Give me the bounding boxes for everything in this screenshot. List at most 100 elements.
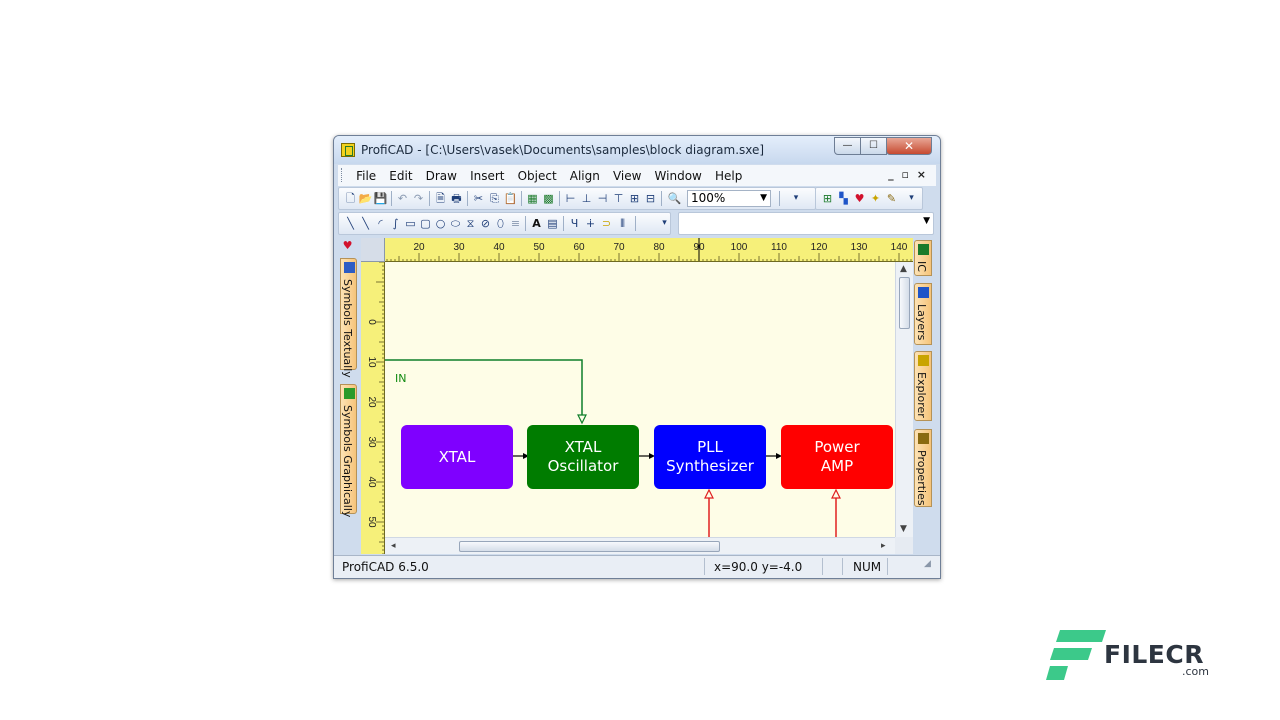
align-bottom-icon[interactable]: ⊟ [645, 192, 656, 205]
tab-ic[interactable]: IC [914, 240, 932, 276]
text-tool-icon[interactable]: A [532, 217, 541, 230]
list-tool-icon[interactable]: ≡ [510, 217, 521, 230]
align-left-icon[interactable]: ⊢ [565, 192, 576, 205]
menu-file[interactable]: File [356, 169, 377, 183]
copy-icon[interactable]: ⎘ [490, 192, 499, 205]
chevron-down-icon[interactable]: ▼ [760, 193, 767, 203]
menu-object[interactable]: Object [517, 169, 557, 183]
object-combo[interactable]: ▼ [678, 212, 934, 235]
tab-symbols-textually[interactable]: Symbols Textually [340, 258, 357, 378]
align-middle-icon[interactable]: ⊞ [629, 192, 640, 205]
resize-grip-icon[interactable]: ◢ [924, 559, 931, 569]
zoom-select[interactable]: 100% ▼ [687, 190, 771, 207]
redo-icon[interactable]: ↷ [413, 192, 424, 205]
text-box-tool-icon[interactable]: ▤ [547, 217, 558, 230]
scroll-left-icon[interactable]: ◂ [391, 541, 396, 551]
favorites-heart-icon[interactable]: ♥ [342, 239, 353, 252]
drawing-canvas[interactable]: IN XTAL XTAL Oscillator PLL Synthesizer … [385, 262, 895, 537]
properties-icon[interactable]: ✎ [886, 192, 897, 205]
print-preview-icon[interactable]: 🗎 [436, 192, 445, 205]
wire-tool-icon[interactable]: Ч [570, 217, 579, 230]
junction-tool-icon[interactable]: ∔ [585, 217, 596, 230]
pll-feed-arrow-icon [704, 488, 714, 499]
line-tool-icon[interactable]: ╲ [347, 217, 354, 230]
ellipse-hatch-tool-icon[interactable]: ⬯ [497, 217, 504, 230]
power-amp-block[interactable]: Power AMP [781, 425, 893, 489]
pll-synthesizer-block[interactable]: PLL Synthesizer [654, 425, 766, 489]
toolbar-overflow-icon[interactable]: ▾ [909, 193, 914, 203]
menu-draw[interactable]: Draw [425, 169, 457, 183]
window-title: ProfiCAD - [C:\Users\vasek\Documents\sam… [361, 143, 765, 157]
horizontal-scroll-thumb[interactable] [459, 541, 720, 552]
favorites-heart-icon[interactable]: ♥ [854, 192, 865, 205]
ellipse-tool-icon[interactable]: ⬭ [450, 217, 461, 230]
rounded-rectangle-tool-icon[interactable]: ▢ [420, 217, 431, 230]
menu-view[interactable]: View [612, 169, 642, 183]
tab-label: Symbols Graphically [341, 405, 354, 518]
insert-image-icon[interactable]: ▦ [527, 192, 538, 205]
maximize-button[interactable]: ☐ [860, 137, 887, 155]
ruler-tick-label: 140 [891, 242, 908, 253]
curve-tool-icon[interactable]: ∫ [392, 217, 399, 230]
vertical-scroll-thumb[interactable] [899, 277, 910, 329]
layers-icon[interactable]: ▚ [839, 192, 848, 205]
align-right-icon[interactable]: ⊣ [597, 192, 608, 205]
polygon-tool-icon[interactable]: ⧖ [466, 217, 475, 230]
print-icon[interactable]: 🖶 [451, 192, 462, 205]
align-center-icon[interactable]: ⊥ [581, 192, 592, 205]
chevron-down-icon[interactable]: ▼ [923, 216, 930, 226]
tab-explorer[interactable]: Explorer [914, 351, 932, 421]
menu-align[interactable]: Align [569, 169, 600, 183]
new-file-icon[interactable]: 🗋 [346, 192, 355, 205]
tab-layers[interactable]: Layers [914, 283, 932, 345]
scroll-down-icon[interactable]: ▼ [900, 524, 907, 534]
cut-icon[interactable]: ✂ [473, 192, 484, 205]
toolbar-separator [467, 191, 468, 206]
status-separator [887, 558, 888, 575]
vertical-scrollbar[interactable]: ▲ ▼ [895, 262, 913, 537]
rectangle-tool-icon[interactable]: ▭ [405, 217, 416, 230]
menu-insert[interactable]: Insert [470, 169, 505, 183]
polyline-tool-icon[interactable]: ╲ [362, 217, 369, 230]
xtal-oscillator-block[interactable]: XTAL Oscillator [527, 425, 639, 489]
close-button[interactable]: ✕ [886, 137, 932, 155]
ruler-tick-label: 30 [453, 242, 465, 253]
minimize-button[interactable]: — [834, 137, 861, 155]
undo-icon[interactable]: ↶ [397, 192, 408, 205]
menu-help[interactable]: Help [714, 169, 743, 183]
hatch-tool-icon[interactable]: ⊘ [480, 217, 491, 230]
menu-edit[interactable]: Edit [389, 169, 413, 183]
zoom-icon[interactable]: 🔍 [667, 192, 682, 205]
toolbar-overflow-icon[interactable]: ▾ [662, 218, 667, 228]
amp-feed-arrow-icon [831, 488, 841, 499]
menu-window[interactable]: Window [654, 169, 702, 183]
tab-symbols-graphically[interactable]: Symbols Graphically [340, 384, 357, 518]
input-wire[interactable] [385, 359, 583, 419]
save-icon[interactable]: 💾 [373, 192, 388, 205]
circle-tool-icon[interactable]: ○ [435, 217, 446, 230]
component-tool-icon[interactable]: ⊃ [601, 217, 612, 230]
align-top-icon[interactable]: ⊤ [613, 192, 624, 205]
status-coordinates: x=90.0 y=-4.0 [714, 560, 803, 574]
toolbar-separator [563, 216, 564, 231]
arc-tool-icon[interactable]: ◜ [378, 217, 383, 230]
explorer-icon[interactable]: ✦ [870, 192, 881, 205]
block-label: Power [814, 438, 860, 456]
xtal-block[interactable]: XTAL [401, 425, 513, 489]
open-folder-icon[interactable]: 📂 [358, 192, 373, 205]
tab-properties[interactable]: Properties [914, 429, 932, 507]
ruler-tick-label: 60 [573, 242, 585, 253]
toolbar-separator [635, 216, 636, 231]
scroll-right-icon[interactable]: ▸ [881, 541, 886, 551]
title-bar[interactable]: ProfiCAD - [C:\Users\vasek\Documents\sam… [334, 136, 940, 164]
mdi-child-controls[interactable]: _ ▫ × [888, 168, 928, 181]
paste-icon[interactable]: 📋 [503, 192, 518, 205]
symbols-tree-icon[interactable]: ⊞ [822, 192, 833, 205]
bus-tool-icon[interactable]: ⫴ [620, 217, 625, 230]
menu-grip[interactable] [341, 168, 345, 182]
toolbar-overflow-icon[interactable]: ▾ [793, 193, 799, 203]
export-image-icon[interactable]: ▩ [543, 192, 554, 205]
horizontal-scrollbar[interactable]: ◂ ▸ [385, 537, 895, 554]
scroll-up-icon[interactable]: ▲ [900, 264, 907, 274]
